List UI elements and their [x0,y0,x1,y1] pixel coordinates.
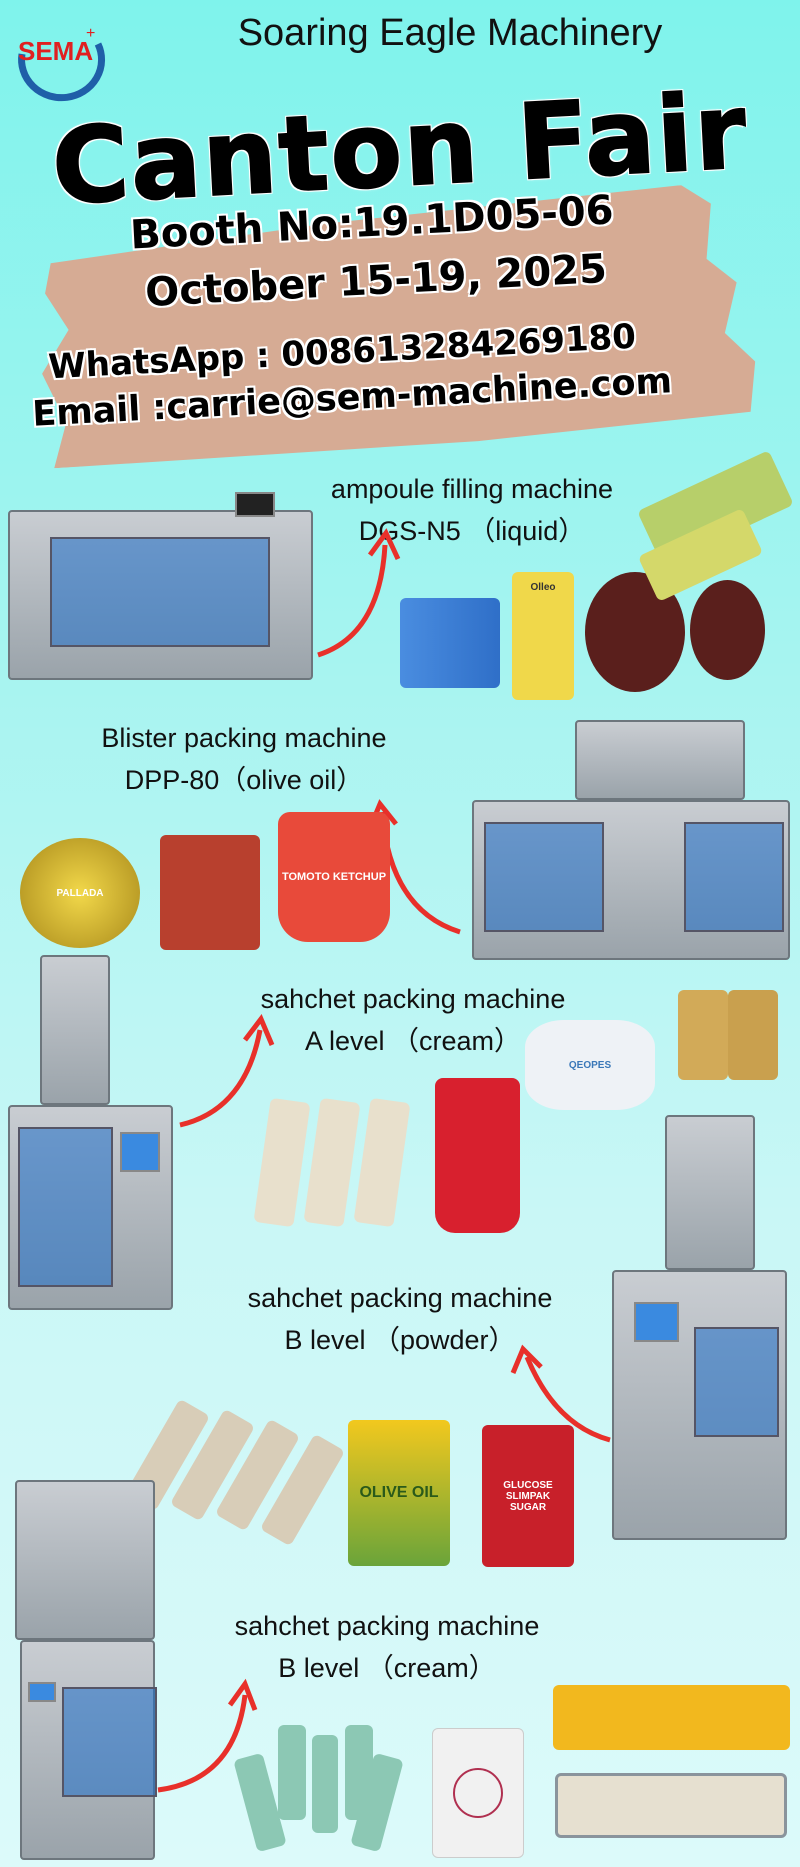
arrow-icon [510,1344,611,1443]
sachet-b-powder-machine-image [612,1270,787,1540]
blister-packing-machine-image [472,747,790,960]
caption-sachet-a: sahchet packing machine A level （cream） [213,978,613,1062]
caption-line: sahchet packing machine [260,984,566,1014]
ampoule-strip-product [400,598,500,688]
stick-sachet-product [303,1097,361,1228]
gold-sachet-product [728,990,778,1080]
sauce-blister-product [160,835,260,950]
company-name: Soaring Eagle Machinery [237,12,663,54]
ketchup-pouch-product: TOMOTO KETCHUP [278,812,390,942]
dark-capsule-product [690,580,765,680]
caption-line: B level （cream） [278,1653,496,1683]
svg-text:SEMA: SEMA [18,36,93,66]
pallada-olive-oil-product: PALLADA [20,838,140,948]
caption-line: sahchet packing machine [234,1611,540,1641]
svg-text:+: + [86,25,95,42]
product-label: GLUCOSE SLIMPAK [503,1479,553,1502]
sachet-a-packing-machine-image [8,1105,173,1310]
arrow-icon [157,1678,258,1793]
sema-logo: SEMA+ [10,14,110,104]
vitamin-sachet-strip-product [553,1685,790,1750]
powder-sachet-strip-product [555,1773,787,1838]
caption-blister: Blister packing machine DPP-80（olive oil… [44,717,444,801]
sachet-b-cream-machine-image [20,1640,157,1860]
arrow-icon [317,528,401,658]
caption-line: Blister packing machine [101,723,387,753]
white-sachet-product [432,1728,524,1858]
olive-oil-sachet-product: OLIVE OIL [348,1420,450,1566]
red-spout-pouch-product [435,1078,520,1233]
caption-line: DPP-80（olive oil） [124,765,364,795]
caption-line: sahchet packing machine [247,1283,553,1313]
caption-ampoule: ampoule filling machine DGS-N5 （liquid） [272,468,672,552]
caption-line: B level （powder） [284,1325,516,1355]
sachet-b-cream-hopper [15,1480,155,1640]
blister-machine-top [575,720,745,800]
caption-line: ampoule filling machine [330,474,614,504]
cream-stick-product [278,1725,306,1820]
qeopes-sachet-product: QEOPES [525,1020,655,1110]
product-label: SUGAR [509,1501,547,1513]
glucose-sachet-product: GLUCOSE SLIMPAK SUGAR [482,1425,574,1567]
olleo-product: Olleo [512,572,574,700]
caption-sachet-b-cream: sahchet packing machine B level （cream） [187,1605,587,1689]
sachet-a-hopper [40,955,110,1105]
arrow-icon [179,1014,275,1128]
sachet-b-hopper [665,1115,755,1270]
cream-stick-product [312,1735,338,1833]
gold-sachet-product [678,990,728,1080]
caption-sachet-b-powder: sahchet packing machine B level （powder） [200,1277,600,1361]
caption-line: DGS-N5 （liquid） [358,516,586,546]
stick-sachet-product [353,1097,411,1228]
caption-line: A level （cream） [304,1026,522,1056]
ampoule-filling-machine-image [8,492,313,680]
